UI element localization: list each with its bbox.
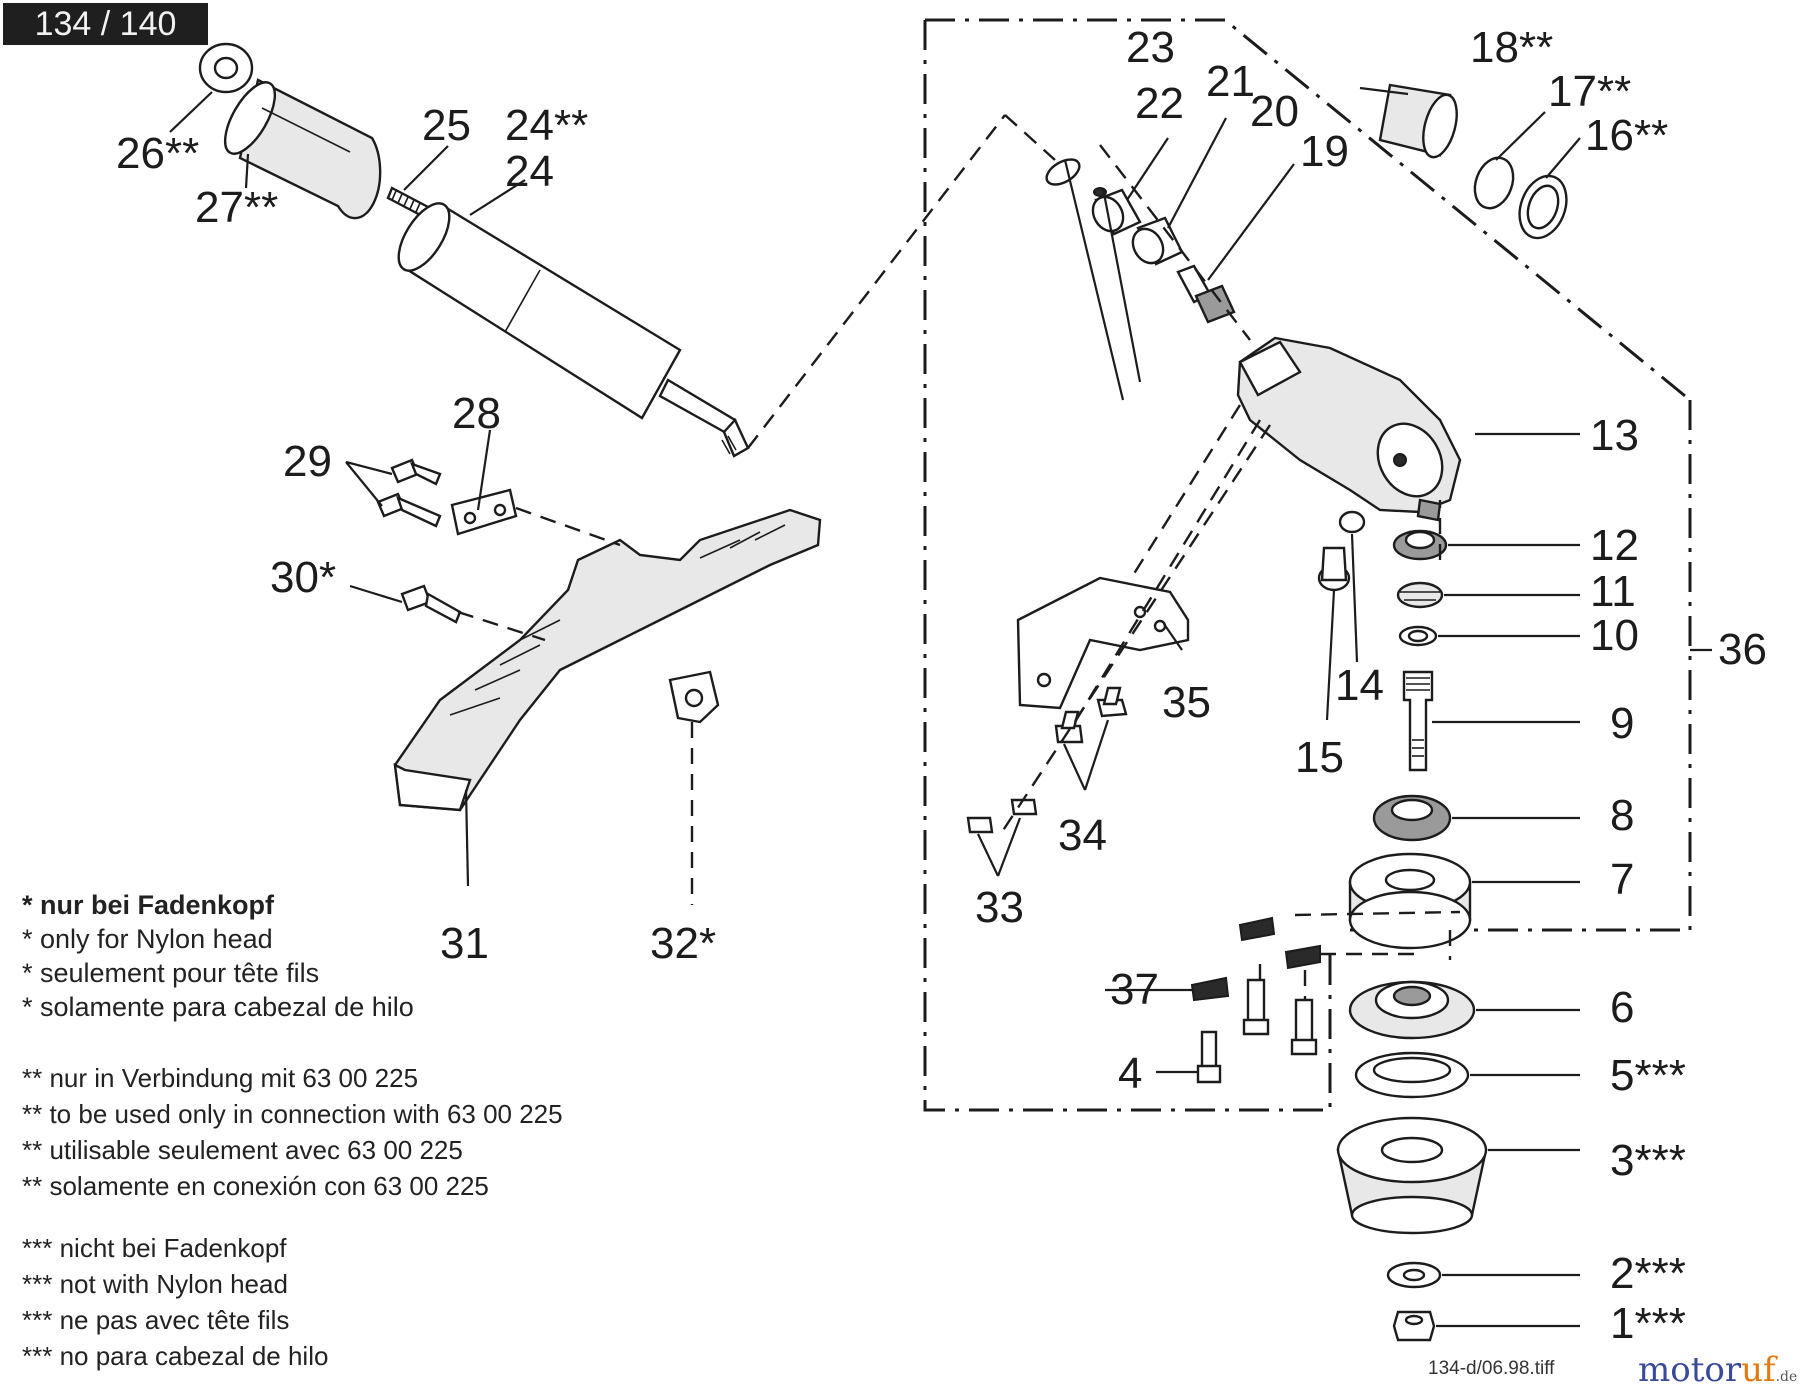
- part-label-29: 29: [283, 437, 332, 486]
- legend-line: * nur bei Fadenkopf: [22, 890, 275, 920]
- bearing-stack: [1190, 500, 1488, 1342]
- brand-name-part2: uf: [1741, 1350, 1776, 1390]
- leader-lines: [169, 86, 1712, 1328]
- part-label-9: 9: [1610, 699, 1634, 748]
- legend-double-star: ** nur in Verbindung mit 63 00 225 ** to…: [22, 1060, 563, 1204]
- shaft-assembly: [198, 42, 1056, 458]
- part-label-1: 1***: [1610, 1299, 1686, 1348]
- part-label-13: 13: [1590, 411, 1639, 460]
- part-label-36: 36: [1718, 625, 1767, 674]
- legend-line: ** solamente en conexión con 63 00 225: [22, 1171, 489, 1201]
- legend-triple-star: *** nicht bei Fadenkopf *** not with Nyl…: [22, 1230, 328, 1374]
- part-label-37: 37: [1110, 965, 1159, 1014]
- part-label-3: 3***: [1610, 1136, 1686, 1185]
- legend-line: ** utilisable seulement avec 63 00 225: [22, 1135, 463, 1165]
- part-label-14: 14: [1335, 661, 1384, 710]
- legend-line: * only for Nylon head: [22, 924, 273, 954]
- part-label-25: 25: [422, 101, 471, 150]
- part-label-34: 34: [1058, 811, 1107, 860]
- brand-name-part1: motor: [1638, 1350, 1742, 1390]
- legend-line: *** ne pas avec tête fils: [22, 1305, 290, 1335]
- legend-line: ** to be used only in connection with 63…: [22, 1099, 563, 1129]
- part-label-24-alt: 24**: [505, 101, 588, 150]
- part-label-30: 30*: [270, 553, 336, 602]
- file-reference: 134-d/06.98.tiff: [1428, 1358, 1555, 1379]
- bracket-assembly: [966, 404, 1272, 836]
- part-labels: 13 12 11 10 9 8 7 6 5*** 3*** 2*** 1*** …: [116, 23, 1767, 1348]
- part-label-33: 33: [975, 883, 1024, 932]
- part-label-26: 26**: [116, 129, 199, 178]
- part-label-31: 31: [440, 919, 489, 968]
- legend-line: *** not with Nylon head: [22, 1269, 288, 1299]
- part-label-32: 32*: [650, 919, 716, 968]
- legend-single-star: * nur bei Fadenkopf * only for Nylon hea…: [22, 888, 414, 1024]
- part-label-16: 16**: [1585, 111, 1668, 160]
- part-label-27: 27**: [195, 183, 278, 232]
- part-label-8: 8: [1610, 791, 1634, 840]
- legend-line: *** nicht bei Fadenkopf: [22, 1233, 287, 1263]
- part-label-4: 4: [1118, 1049, 1142, 1098]
- part-label-24: 24: [505, 147, 554, 196]
- part-label-23: 23: [1126, 23, 1175, 72]
- part-label-18: 18**: [1470, 23, 1553, 72]
- brand-logo[interactable]: motoruf.de: [1638, 1350, 1797, 1390]
- part-label-19: 19: [1300, 127, 1349, 176]
- gear-parts-upper: [1045, 83, 1568, 341]
- brand-tld: .de: [1775, 1369, 1798, 1385]
- page-counter: 134 / 140: [3, 3, 208, 45]
- part-label-22: 22: [1135, 79, 1184, 128]
- handle-assembly: [376, 458, 822, 905]
- part-label-10: 10: [1590, 611, 1639, 660]
- part-label-7: 7: [1610, 855, 1634, 904]
- part-label-11: 11: [1590, 567, 1636, 616]
- part-label-17: 17**: [1548, 67, 1631, 116]
- legend-line: ** nur in Verbindung mit 63 00 225: [22, 1063, 419, 1093]
- part-label-20: 20: [1250, 87, 1299, 136]
- legend-line: * seulement pour tête fils: [22, 958, 320, 988]
- part-label-21: 21: [1206, 57, 1255, 106]
- part-label-28: 28: [452, 389, 501, 438]
- legend-line: *** no para cabezal de hilo: [22, 1341, 329, 1371]
- assembly-boundary: [923, 18, 1692, 1112]
- part-label-15: 15: [1295, 733, 1344, 782]
- part-label-35: 35: [1162, 678, 1211, 727]
- part-label-6: 6: [1610, 983, 1634, 1032]
- part-label-5: 5***: [1610, 1051, 1686, 1100]
- legend-line: * solamente para cabezal de hilo: [22, 992, 414, 1022]
- part-label-2: 2***: [1610, 1249, 1686, 1298]
- part-label-12: 12: [1590, 521, 1639, 570]
- gear-head: [1236, 336, 1462, 522]
